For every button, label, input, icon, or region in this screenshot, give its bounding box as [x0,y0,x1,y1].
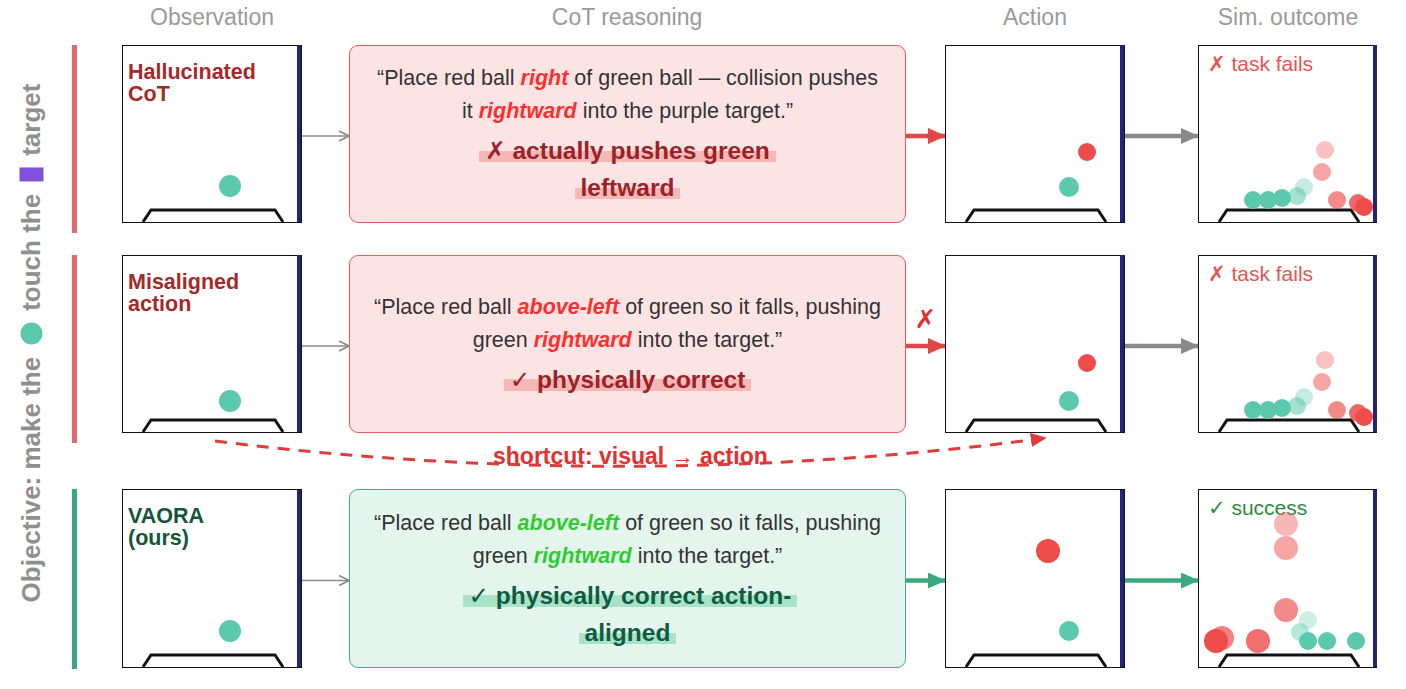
row-label: VAORA (ours) [128,505,228,549]
flow-arrow [1125,344,1198,349]
outcome-label: ✓ success [1208,496,1307,520]
reasoning-box: “Place red ballrightof green ball — coll… [349,45,906,223]
reasoning-text: into the target.” [638,544,783,568]
observation-panel: Misaligned action [122,255,302,433]
row-bar [72,45,77,233]
verdict-text: ✗ actually pushes green leftward [479,137,776,201]
outcome-panel: ✗ task fails [1198,255,1377,433]
objective-text: Objective: make the [16,357,47,603]
column-header: Observation [150,4,274,31]
flow-arrow [302,135,349,137]
verdict-text: ✓ physically correct action-aligned [463,582,798,646]
action-panel [945,255,1125,433]
column-header: CoT reasoning [552,4,702,31]
flow-arrow [906,578,945,583]
direction-word: rightward [534,544,632,568]
verdict-line: ✓ physically correct action-aligned [463,577,793,651]
green-ball-icon [20,323,42,345]
action-panel [945,45,1125,223]
outcome-panel: ✓ success [1198,489,1377,668]
target-icon [19,168,43,182]
direction-word: right [521,66,569,90]
direction-word: above-left [518,295,620,319]
shortcut-label: shortcut: visual → action [493,443,768,470]
reasoning-text: into the purple target.” [583,99,793,123]
objective-label: Objective: make the touch the target [16,84,47,603]
row-label: Misaligned action [128,271,258,315]
edge-mark: ✗ [915,304,937,335]
flow-arrow [1125,134,1198,139]
outcome-panel: ✗ task fails [1198,45,1377,223]
reasoning-text: “Place red ball [374,511,511,535]
row-bar [72,255,77,443]
objective-text: touch the [16,194,47,311]
observation-panel: VAORA (ours) [122,489,302,668]
direction-word: above-left [518,511,620,535]
reasoning-sentence: “Place red ballrightof green ball — coll… [363,62,893,128]
observation-panel: Hallucinated CoT [122,45,302,223]
reasoning-text: “Place red ball [377,66,514,90]
flow-arrow [302,580,349,582]
flow-arrow [302,345,349,347]
reasoning-box: “Place red ballabove-leftof green so it … [349,255,906,433]
row-label: Hallucinated CoT [128,61,258,105]
action-panel [945,489,1125,668]
reasoning-text: into the target.” [638,328,783,352]
direction-word: rightward [534,328,632,352]
row-bar [72,489,77,669]
flow-arrow [906,134,945,139]
direction-word: rightward [479,99,577,123]
reasoning-text: “Place red ball [374,295,511,319]
objective-text: target [16,84,47,156]
column-header: Sim. outcome [1218,4,1359,31]
reasoning-sentence: “Place red ballabove-leftof green so it … [363,507,893,573]
outcome-label: ✗ task fails [1208,52,1313,76]
outcome-label: ✗ task fails [1208,262,1313,286]
verdict-line: ✓ physically correct [463,361,793,398]
column-header: Action [1003,4,1067,31]
verdict-text: ✓ physically correct [504,366,752,393]
verdict-line: ✗ actually pushes green leftward [463,132,793,206]
flow-arrow [1125,578,1198,583]
reasoning-sentence: “Place red ballabove-leftof green so it … [363,291,893,357]
reasoning-box: “Place red ballabove-leftof green so it … [349,489,906,668]
flow-arrow [906,344,945,349]
